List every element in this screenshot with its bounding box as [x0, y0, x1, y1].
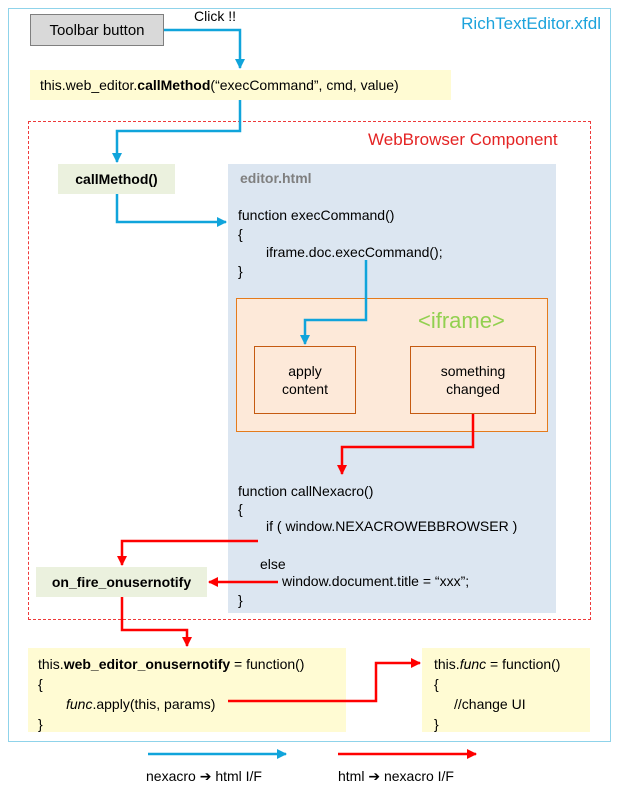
webbrowser-component-frame — [28, 121, 591, 620]
arrow-callmethod-to-execcommand — [115, 194, 227, 227]
arrow-onfire-to-onuser — [120, 597, 192, 647]
arrow-if-to-onfire — [117, 539, 258, 566]
onuser-func-rest: .apply(this, params) — [92, 696, 216, 712]
exec-line-1: function execCommand() — [238, 207, 395, 223]
something-line-2: changed — [446, 381, 500, 397]
arrow-changed-to-callnexacro — [337, 414, 475, 475]
apply-line-1: apply — [288, 363, 322, 379]
nexacro-line-2: { — [238, 501, 243, 517]
nexacro-line-4: else — [260, 556, 286, 572]
exec-line-4: } — [238, 263, 243, 279]
nexacro-line-5: window.document.title = “xxx”; — [282, 573, 470, 589]
onuser-open: { — [38, 676, 43, 692]
func-handler-box: this.func = function() { //change UI } — [422, 648, 590, 732]
nexacro-line-6: } — [238, 592, 243, 608]
on-fire-onusernotify-box: on_fire_onusernotify — [36, 567, 207, 597]
callmethod-call-line: this.web_editor.callMethod(“execCommand”… — [30, 70, 451, 100]
exec-line-2: { — [238, 226, 243, 242]
func-name: func — [459, 656, 487, 672]
arrow-exec-to-apply — [300, 260, 368, 345]
nexacro-line-3: if ( window.NEXACROWEBBROWSER ) — [266, 518, 518, 534]
onuser-func: func — [66, 696, 93, 712]
richtexteditor-frame — [8, 8, 611, 742]
legend-red-label: html ➔ nexacro I/F — [338, 768, 454, 784]
apply-content-box: apply content — [254, 346, 356, 414]
webbrowser-component-title: WebBrowser Component — [368, 130, 558, 149]
call-line-args: (“execCommand”, cmd, value) — [210, 77, 399, 93]
arrow-apply-to-func — [228, 658, 421, 703]
legend-blue-label: nexacro ➔ html I/F — [146, 768, 262, 784]
something-changed-box: something changed — [410, 346, 536, 414]
exec-line-3: iframe.doc.execCommand(); — [266, 244, 443, 260]
onuser-name: web_editor_onusernotify — [63, 656, 231, 672]
func-comment: //change UI — [454, 696, 526, 712]
frame-title: RichTextEditor.xfdl — [461, 14, 601, 33]
call-line-method: callMethod — [137, 77, 211, 93]
func-prefix: this. — [434, 656, 460, 672]
apply-line-2: content — [282, 381, 328, 397]
iframe-label: <iframe> — [418, 308, 505, 333]
func-suffix: = function() — [486, 656, 561, 672]
func-open: { — [434, 676, 439, 692]
onuser-suffix: = function() — [230, 656, 305, 672]
onuser-close: } — [38, 716, 43, 732]
arrow-toolbar-to-call — [164, 28, 245, 69]
func-close: } — [434, 716, 439, 732]
arrow-call-to-callmethod — [112, 100, 242, 163]
call-line-prefix: this.web_editor. — [40, 77, 138, 93]
something-line-1: something — [440, 363, 506, 379]
editor-title: editor.html — [240, 170, 312, 186]
toolbar-button[interactable]: Toolbar button — [30, 14, 164, 46]
click-label: Click !! — [194, 8, 236, 24]
nexacro-line-1: function callNexacro() — [238, 483, 374, 499]
onusernotify-handler-box: this.web_editor_onusernotify = function(… — [28, 648, 346, 732]
onuser-prefix: this. — [38, 656, 64, 672]
callmethod-box: callMethod() — [58, 164, 175, 194]
